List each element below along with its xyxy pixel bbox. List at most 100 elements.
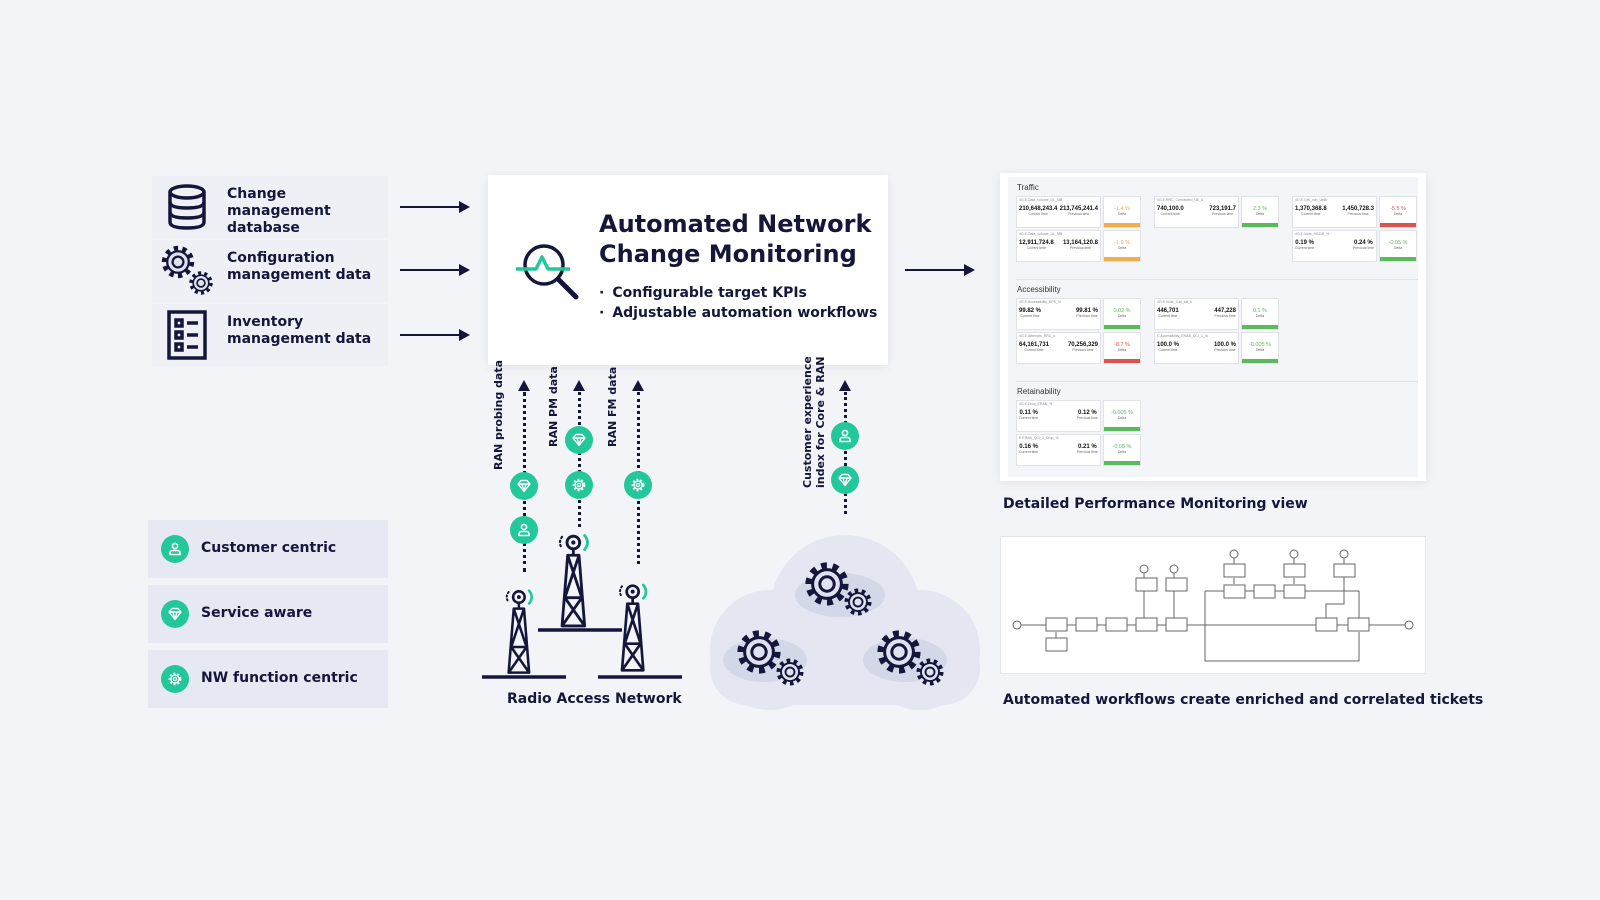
nw-function-badge	[161, 665, 189, 693]
current-number: 0.11 %	[1019, 410, 1038, 416]
kpi-name: 4G.E.Data_volume_UL_MB	[1019, 232, 1063, 236]
current-number: 0.19 %	[1295, 240, 1314, 246]
kpi-name: 4G.E.Volte_MCDR_%	[1295, 232, 1330, 236]
legend-service-aware: Service aware	[148, 585, 388, 643]
diamond-icon	[571, 432, 587, 448]
diamond-icon	[516, 478, 532, 494]
kpi-name: 4G.E.Accessibility_EPS_%	[1019, 300, 1062, 304]
kpi-value-row: 0.19 %Current time 0.24 %Previous time	[1293, 240, 1376, 250]
previous-value: 0.24 %Previous time	[1353, 240, 1374, 250]
dashboard-caption: Detailed Performance Monitoring view	[1003, 496, 1308, 512]
kpi-group: 4G.E.Drop_ERAB_% 0.11 %Current time 0.12…	[1016, 400, 1141, 466]
current-number: 99.82 %	[1019, 308, 1042, 314]
previous-label: Previous time	[1076, 416, 1098, 420]
gears-icon	[160, 244, 213, 295]
kpi-delta: -1.9 % Delta	[1103, 230, 1141, 262]
kpi-tile[interactable]: E.Accessibility_ERAB_QCI_1_% 100.0 %Curr…	[1154, 332, 1279, 364]
dotted-line	[578, 392, 581, 527]
feature-item: Configurable target KPIs	[599, 283, 877, 303]
current-label: Current time	[1026, 246, 1046, 250]
feed-label-ran-probing: RAN probing data	[492, 359, 505, 470]
previous-label: Previous time	[1068, 212, 1090, 216]
current-number: 210,648,243.4	[1019, 206, 1058, 212]
delta-label: Delta	[1117, 314, 1127, 318]
tower-icon	[558, 533, 590, 628]
service-aware-badge	[565, 426, 593, 454]
kpi-tile[interactable]: 4G.E.Drop_ERAB_% 0.11 %Current time 0.12…	[1016, 400, 1141, 432]
previous-value: 0.21 %Previous time	[1077, 444, 1098, 454]
tower-icon	[505, 588, 534, 675]
kpi-name: E.ERAB_QCI_1_Drop_%	[1019, 436, 1059, 440]
previous-label: Previous time	[1212, 212, 1234, 216]
dashboard-canvas: Traffic 4G.E.Data_volume_DL_MB 210,648,2…	[1008, 177, 1418, 477]
customer-centric-badge	[831, 422, 859, 450]
arrow-up	[573, 380, 585, 391]
previous-label: Previous time	[1214, 314, 1236, 318]
gear-icon	[571, 477, 587, 493]
delta-status-bar	[1104, 223, 1140, 227]
current-number: 0.16 %	[1019, 444, 1038, 450]
kpi-group: 4G.E.Accessibility_EPS_% 99.82 % Current …	[1016, 298, 1141, 364]
previous-number: 13,164,120.8	[1062, 240, 1098, 246]
delta-label: Delta	[1393, 212, 1403, 216]
gear-icon	[630, 477, 646, 493]
delta-label: Delta	[1255, 212, 1265, 216]
dashboard-section: Traffic 4G.E.Data_volume_DL_MB 210,648,2…	[1016, 183, 1417, 262]
previous-number: 447,228	[1214, 308, 1236, 314]
kpi-name: 4G.E.RRC_Connected_UE_#	[1157, 198, 1204, 202]
previous-value: 99.81 %Previous time	[1076, 308, 1098, 318]
delta-value: 0.02 %	[1113, 308, 1131, 314]
customer-centric-badge	[510, 516, 538, 544]
feature-list: Configurable target KPIs Adjustable auto…	[599, 283, 877, 323]
kpi-name: 4G.E.Volte_Call_Att_#	[1157, 300, 1192, 304]
kpi-name: 4G.E.Drop_ERAB_%	[1019, 402, 1053, 406]
kpi-name: 4G.E.Attempts_RRC_#	[1019, 334, 1056, 338]
kpi-tile[interactable]: 4G.E.Accessibility_EPS_% 99.82 %Current …	[1016, 298, 1141, 330]
delta-status-bar	[1104, 461, 1140, 465]
feed-label-ran-fm: RAN FM data	[606, 366, 619, 447]
kpi-values: E.ERAB_QCI_1_Drop_% 0.16 %Current time 0…	[1016, 434, 1101, 466]
delta-status-bar	[1380, 257, 1416, 261]
workflow-caption: Automated workflows create enriched and …	[1003, 692, 1484, 708]
current-value: 100.0 %Current time	[1157, 342, 1179, 352]
nw-function-badge	[565, 471, 593, 499]
source-inventory-management-data: Inventory management data	[152, 304, 388, 366]
performance-dashboard: Traffic 4G.E.Data_volume_DL_MB 210,648,2…	[1000, 173, 1426, 481]
previous-number: 213,745,241.4	[1059, 206, 1098, 212]
current-value: 0.16 %Current time	[1019, 444, 1038, 454]
current-number: 446,701	[1157, 308, 1179, 314]
kpi-delta: -5.5 % Delta	[1379, 196, 1417, 228]
arrow-right	[400, 201, 470, 213]
kpi-delta: -0.005 % Delta	[1103, 400, 1141, 432]
kpi-delta: 2.3 % Delta	[1241, 196, 1279, 228]
delta-status-bar	[1104, 257, 1140, 261]
delta-value: -0.005 %	[1110, 410, 1133, 416]
delta-status-bar	[1104, 325, 1140, 329]
dashboard-section: Retainability 4G.E.Drop_ERAB_% 0.11 %Cur…	[1016, 387, 1412, 466]
arrow-up	[839, 380, 851, 391]
feed-label-ran-pm: RAN PM data	[547, 366, 560, 447]
current-label: Current time	[1024, 348, 1044, 352]
kpi-tile[interactable]: E.ERAB_QCI_1_Drop_% 0.16 %Current time 0…	[1016, 434, 1141, 466]
core-cloud-illustration	[710, 535, 980, 710]
current-label: Current time	[1158, 314, 1178, 318]
kpi-tile[interactable]: 4G.E.Volte_MCDR_% 0.19 %Current time 0.2…	[1292, 230, 1417, 262]
